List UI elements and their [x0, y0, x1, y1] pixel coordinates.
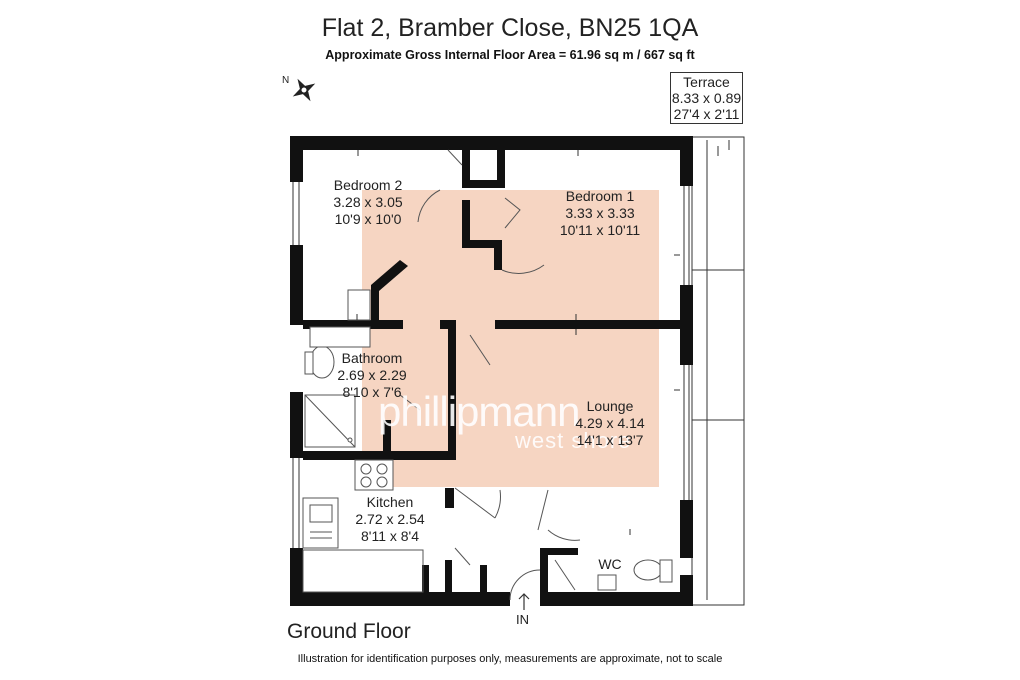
- bedroom1-name: Bedroom 1: [565, 188, 635, 204]
- kitchen-imperial: 8'11 x 8'4: [360, 528, 420, 544]
- page-title: Flat 2, Bramber Close, BN25 1QA: [321, 14, 699, 42]
- room-label-lounge: Lounge 4.29 x 4.14 14'1 x 13'7: [555, 398, 665, 449]
- lounge-metric: 4.29 x 4.14: [575, 415, 645, 431]
- floor-area-subtitle: Approximate Gross Internal Floor Area = …: [325, 48, 695, 62]
- terrace-outline: [691, 136, 745, 606]
- terrace-imperial: 27'4 x 2'11: [673, 106, 740, 122]
- walls: [290, 136, 693, 606]
- bathroom-imperial: 8'10 x 7'6: [342, 384, 402, 400]
- watermark-brand: phillipmann: [378, 388, 580, 435]
- bathroom-metric: 2.69 x 2.29: [337, 367, 407, 383]
- compass-icon: N: [282, 72, 326, 113]
- terrace-name: Terrace: [683, 74, 730, 90]
- door-swings: [399, 149, 581, 601]
- highlight-overlay: [362, 190, 659, 487]
- entrance-label: IN: [516, 612, 529, 627]
- room-label-bedroom2: Bedroom 2 3.28 x 3.05 10'9 x 10'0: [318, 177, 418, 228]
- floor-label: Ground Floor: [287, 620, 411, 643]
- bedroom1-imperial: 10'11 x 10'11: [559, 222, 641, 238]
- windows: [292, 182, 690, 548]
- kitchen-metric: 2.72 x 2.54: [355, 511, 425, 527]
- watermark-tagline: west shore: [515, 428, 632, 453]
- lounge-imperial: 14'1 x 13'7: [576, 432, 644, 448]
- room-label-bathroom: Bathroom 2.69 x 2.29 8'10 x 7'6: [322, 350, 422, 401]
- terrace-label: Terrace 8.33 x 0.89 27'4 x 2'11: [670, 72, 743, 124]
- wc-name: WC: [598, 556, 622, 572]
- compass-north-label: N: [282, 75, 289, 86]
- bedroom2-imperial: 10'9 x 10'0: [334, 211, 402, 227]
- bedroom1-metric: 3.33 x 3.33: [565, 205, 635, 221]
- entrance-arrow-icon: [518, 593, 530, 610]
- bathroom-name: Bathroom: [341, 350, 403, 366]
- fixtures: [302, 289, 673, 593]
- bedroom2-name: Bedroom 2: [333, 177, 403, 193]
- room-label-bedroom1: Bedroom 1 3.33 x 3.33 10'11 x 10'11: [540, 188, 660, 239]
- lounge-name: Lounge: [586, 398, 634, 414]
- bedroom2-metric: 3.28 x 3.05: [333, 194, 403, 210]
- wall-ticks: [356, 150, 680, 535]
- disclaimer: Illustration for identification purposes…: [297, 653, 723, 665]
- kitchen-name: Kitchen: [366, 494, 414, 510]
- terrace-metric: 8.33 x 0.89: [671, 90, 742, 106]
- room-label-kitchen: Kitchen 2.72 x 2.54 8'11 x 8'4: [340, 494, 440, 545]
- room-label-wc: WC: [590, 556, 630, 573]
